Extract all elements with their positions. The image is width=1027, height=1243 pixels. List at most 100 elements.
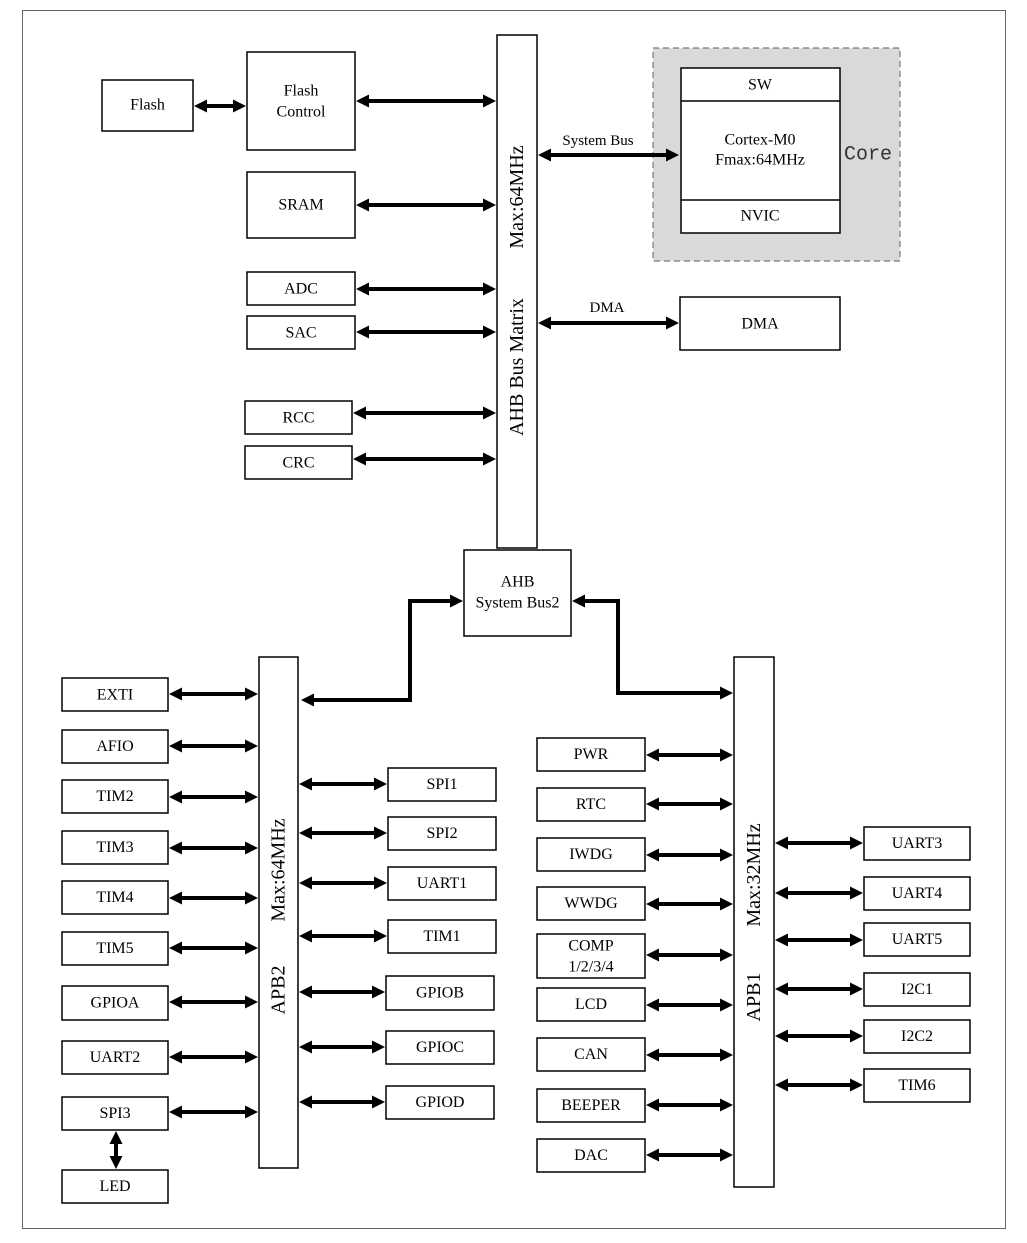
core-region: SW Cortex-M0 Fmax:64MHz NVIC Core bbox=[652, 47, 901, 262]
tim5-block: TIM5 bbox=[61, 931, 169, 966]
uart5-block: UART5 bbox=[863, 922, 971, 957]
uart3-label: UART3 bbox=[892, 835, 943, 852]
ahb-system-bus2-block: AHB System Bus2 bbox=[463, 549, 572, 637]
tim3-block: TIM3 bbox=[61, 830, 169, 865]
ahb-system-bus2-line2: System Bus2 bbox=[475, 595, 559, 612]
wwdg-label: WWDG bbox=[564, 895, 618, 912]
wwdg-block: WWDG bbox=[536, 886, 646, 921]
i2c2-block: I2C2 bbox=[863, 1019, 971, 1054]
dac-label: DAC bbox=[574, 1147, 608, 1164]
ahb-bus-matrix-freq: Max:64MHz bbox=[506, 145, 528, 248]
ahb-bus-matrix: Max:64MHz AHB Bus Matrix bbox=[496, 34, 538, 549]
uart1-label: UART1 bbox=[417, 875, 468, 892]
sw-label: SW bbox=[748, 77, 773, 94]
apb2-bus: Max:64MHz APB2 bbox=[258, 656, 299, 1169]
dma-link-label: DMA bbox=[589, 300, 624, 316]
uart2-block: UART2 bbox=[61, 1040, 169, 1075]
sram-label: SRAM bbox=[278, 197, 323, 214]
bus2-apb1-connector bbox=[572, 594, 733, 700]
apb2-freq: Max:64MHz bbox=[268, 818, 290, 921]
adc-label: ADC bbox=[284, 281, 318, 298]
comp-label-line2: 1/2/3/4 bbox=[568, 959, 613, 976]
uart2-label: UART2 bbox=[90, 1049, 141, 1066]
gpiob-label: GPIOB bbox=[416, 985, 464, 1002]
spi2-block: SPI2 bbox=[387, 816, 497, 851]
tim5-label: TIM5 bbox=[96, 940, 133, 957]
uart4-label: UART4 bbox=[892, 885, 943, 902]
tim1-label: TIM1 bbox=[423, 928, 460, 945]
apb2-name: APB2 bbox=[268, 966, 290, 1015]
led-label: LED bbox=[99, 1178, 130, 1195]
cpu-block bbox=[680, 67, 841, 234]
rcc-block: RCC bbox=[244, 400, 353, 435]
uart4-block: UART4 bbox=[863, 876, 971, 911]
bus2-apb2-connector bbox=[301, 594, 463, 707]
spi3-block: SPI3 bbox=[61, 1096, 169, 1131]
gpioc-block: GPIOC bbox=[385, 1030, 495, 1065]
dma-block: DMA bbox=[679, 296, 841, 351]
apb1-name: APB1 bbox=[743, 973, 765, 1022]
gpioa-block: GPIOA bbox=[61, 985, 169, 1021]
spi1-block: SPI1 bbox=[387, 767, 497, 802]
afio-label: AFIO bbox=[96, 738, 133, 755]
spi3-label: SPI3 bbox=[99, 1105, 130, 1122]
uart3-block: UART3 bbox=[863, 826, 971, 861]
sac-block: SAC bbox=[246, 315, 356, 350]
flash-control-label-line2: Control bbox=[277, 104, 326, 121]
comp-label-line1: COMP bbox=[568, 938, 613, 955]
lcd-label: LCD bbox=[575, 996, 607, 1013]
apb1-freq: Max:32MHz bbox=[743, 823, 765, 926]
afio-block: AFIO bbox=[61, 729, 169, 764]
rcc-label: RCC bbox=[282, 410, 314, 427]
tim4-block: TIM4 bbox=[61, 880, 169, 915]
pwr-block: PWR bbox=[536, 737, 646, 772]
exti-block: EXTI bbox=[61, 677, 169, 712]
gpioa-label: GPIOA bbox=[91, 995, 140, 1012]
rtc-block: RTC bbox=[536, 787, 646, 822]
pwr-label: PWR bbox=[574, 746, 609, 763]
beeper-block: BEEPER bbox=[536, 1088, 646, 1123]
uart1-block: UART1 bbox=[387, 866, 497, 901]
ahb-bus-matrix-name: AHB Bus Matrix bbox=[506, 298, 528, 436]
beeper-label: BEEPER bbox=[561, 1097, 621, 1114]
gpiod-label: GPIOD bbox=[416, 1094, 465, 1111]
apb1-bus: Max:32MHz APB1 bbox=[733, 656, 775, 1188]
can-block: CAN bbox=[536, 1037, 646, 1072]
iwdg-block: IWDG bbox=[536, 837, 646, 872]
tim2-block: TIM2 bbox=[61, 779, 169, 814]
can-label: CAN bbox=[574, 1046, 608, 1063]
iwdg-label: IWDG bbox=[569, 846, 613, 863]
crc-label: CRC bbox=[282, 455, 314, 472]
cpu-label-line2: Fmax:64MHz bbox=[715, 152, 805, 169]
uart5-label: UART5 bbox=[892, 931, 943, 948]
gpioc-label: GPIOC bbox=[416, 1039, 464, 1056]
diagram-frame bbox=[22, 10, 1006, 1229]
rtc-label: RTC bbox=[576, 796, 606, 813]
tim4-label: TIM4 bbox=[96, 889, 133, 906]
crc-block: CRC bbox=[244, 445, 353, 480]
spi2-label: SPI2 bbox=[426, 825, 457, 842]
sram-block: SRAM bbox=[246, 171, 356, 239]
i2c2-label: I2C2 bbox=[901, 1028, 933, 1045]
i2c1-label: I2C1 bbox=[901, 981, 933, 998]
tim3-label: TIM3 bbox=[96, 839, 133, 856]
dac-block: DAC bbox=[536, 1138, 646, 1173]
flash-block: Flash bbox=[101, 79, 194, 132]
tim6-block: TIM6 bbox=[863, 1068, 971, 1103]
flash-control-block: Flash Control bbox=[246, 51, 356, 151]
led-block: LED bbox=[61, 1169, 169, 1204]
system-bus-label: System Bus bbox=[562, 133, 633, 149]
adc-block: ADC bbox=[246, 271, 356, 306]
spi1-label: SPI1 bbox=[426, 776, 457, 793]
lcd-block: LCD bbox=[536, 987, 646, 1022]
gpiod-block: GPIOD bbox=[385, 1085, 495, 1120]
core-label: Core bbox=[844, 144, 892, 167]
comp-block: COMP 1/2/3/4 bbox=[536, 933, 646, 979]
sac-label: SAC bbox=[285, 325, 316, 342]
ahb-system-bus2-line1: AHB bbox=[501, 574, 535, 591]
cpu-label-line1: Cortex-M0 bbox=[724, 132, 795, 149]
flash-label: Flash bbox=[130, 97, 165, 114]
tim2-label: TIM2 bbox=[96, 788, 133, 805]
flash-control-label-line1: Flash bbox=[284, 83, 319, 100]
